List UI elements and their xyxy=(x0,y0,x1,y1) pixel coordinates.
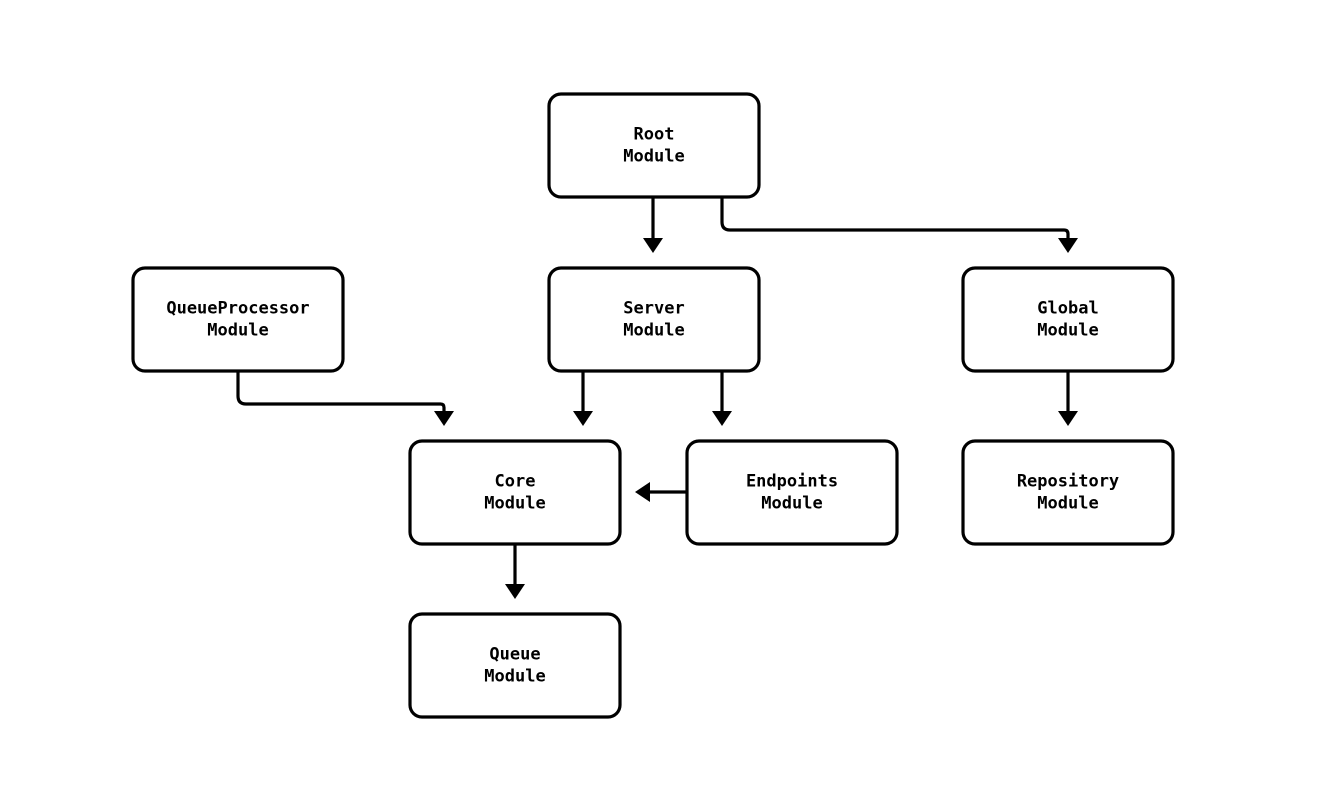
node-label-line1: Repository xyxy=(1017,472,1119,492)
arrow-head-icon xyxy=(712,411,732,426)
node-label-line2: Module xyxy=(484,667,545,687)
node-label-line1: Core xyxy=(495,472,536,492)
arrow-head-icon xyxy=(434,411,454,426)
node-label-line1: Queue xyxy=(489,645,540,665)
edge-global-to-repository xyxy=(1058,371,1078,426)
node-label-line2: Module xyxy=(207,321,268,341)
node-label-line1: Endpoints xyxy=(746,472,838,492)
edge-endpoints-to-core xyxy=(635,482,687,502)
node-label-line2: Module xyxy=(1037,494,1098,514)
edge-root-to-server xyxy=(643,197,663,253)
edge-root-to-global xyxy=(720,197,1078,253)
node-label-line1: QueueProcessor xyxy=(166,299,309,319)
node-label-line2: Module xyxy=(623,147,684,167)
node-label-line2: Module xyxy=(484,494,545,514)
node-box[interactable] xyxy=(408,439,622,546)
edge-line xyxy=(720,197,1070,238)
edge-core-to-queue xyxy=(505,543,525,599)
arrow-head-icon xyxy=(1058,411,1078,426)
arrow-head-icon xyxy=(643,238,663,253)
edge-line xyxy=(236,371,446,411)
arrow-head-icon xyxy=(1058,238,1078,253)
node-box[interactable] xyxy=(408,612,622,719)
node-box[interactable] xyxy=(547,92,761,199)
edges-layer xyxy=(236,197,1078,599)
edge-server-to-endpoints xyxy=(712,371,732,426)
node-box[interactable] xyxy=(961,266,1175,373)
edge-server-to-core xyxy=(573,371,593,426)
edge-queueprocessor-to-core xyxy=(236,371,454,426)
node-box[interactable] xyxy=(547,266,761,373)
arrow-head-icon xyxy=(505,584,525,599)
node-label-line2: Module xyxy=(623,321,684,341)
node-label-line1: Root xyxy=(634,125,675,145)
arrow-head-icon xyxy=(635,482,650,502)
node-label-line2: Module xyxy=(761,494,822,514)
arrow-head-icon xyxy=(573,411,593,426)
node-box[interactable] xyxy=(961,439,1175,546)
node-box[interactable] xyxy=(685,439,899,546)
node-label-line2: Module xyxy=(1037,321,1098,341)
node-box[interactable] xyxy=(131,266,345,373)
node-label-line1: Global xyxy=(1037,299,1098,319)
node-label-line1: Server xyxy=(623,299,684,319)
